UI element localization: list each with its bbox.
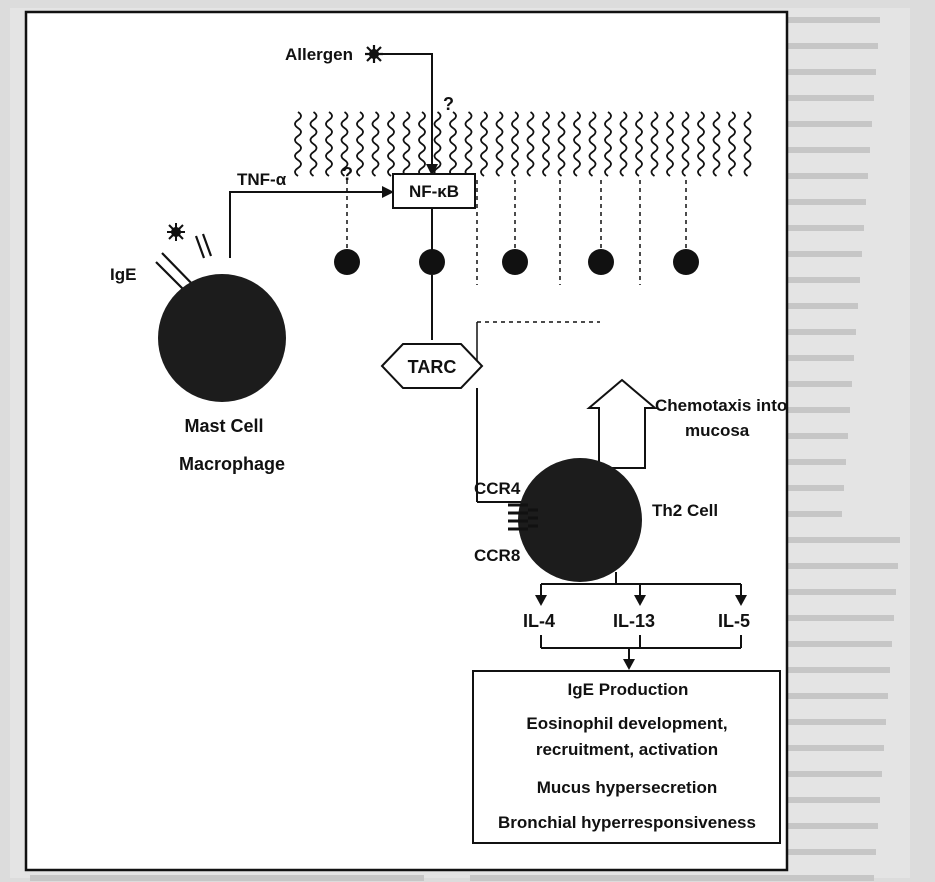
tarc-label: TARC <box>408 357 457 377</box>
nfkb-box <box>392 173 476 209</box>
receptor-wave <box>681 111 690 177</box>
il4-arrowhead <box>535 595 547 606</box>
il13-label: IL-13 <box>613 611 655 631</box>
chemotaxis-up-arrow <box>586 378 658 469</box>
receptor-wave <box>449 111 457 177</box>
receptor-wave <box>650 111 659 177</box>
mast-cell <box>158 274 286 402</box>
tnf-alpha-label: TNF-α <box>237 170 287 189</box>
il13-arrowhead <box>634 595 646 606</box>
outcomes-box <box>472 670 781 844</box>
nucleus-dot-4 <box>588 249 614 275</box>
th2-cell-label: Th2 Cell <box>652 501 718 520</box>
membrane-receptors <box>294 111 752 177</box>
receptor-wave <box>495 111 504 177</box>
receptor-wave <box>294 111 302 177</box>
signal-dashed-lines <box>346 180 687 285</box>
receptor-wave <box>604 111 612 177</box>
receptor-wave <box>728 111 736 177</box>
outcome-ige-production: IgE Production <box>568 680 689 699</box>
receptor-wave <box>557 111 566 177</box>
outcome-eosinophil-line1: Eosinophil development, <box>526 714 727 733</box>
ccr-receptor-prongs <box>508 503 538 531</box>
question-mark-tnf: ? <box>342 164 353 184</box>
receptor-wave <box>619 111 628 177</box>
mast-cell-label: Mast Cell <box>184 416 263 436</box>
nucleus-dot-3 <box>502 249 528 275</box>
il4-label: IL-4 <box>523 611 555 631</box>
receptor-wave <box>325 111 333 177</box>
macrophage-label: Macrophage <box>179 454 285 474</box>
ige-label: IgE <box>110 265 136 284</box>
receptor-wave <box>712 111 721 177</box>
receptor-wave <box>743 111 752 177</box>
il5-label: IL-5 <box>718 611 750 631</box>
nfkb-label: NF-κB <box>409 182 459 201</box>
allergen-icon <box>365 45 383 63</box>
th2-cell <box>518 458 642 582</box>
allergen-on-ige-icon <box>167 223 185 241</box>
chemotaxis-label-line2: mucosa <box>685 421 750 440</box>
chemotaxis-label-line1: Chemotaxis into <box>655 396 787 415</box>
receptor-wave <box>418 111 426 177</box>
receptor-wave <box>309 111 318 177</box>
il5-arrowhead <box>735 595 747 606</box>
question-mark-allergen: ? <box>443 94 454 114</box>
receptor-wave <box>511 111 519 177</box>
outcome-mucus-hypersecretion: Mucus hypersecretion <box>537 778 717 797</box>
receptor-wave <box>433 111 442 177</box>
receptor-wave <box>697 111 705 177</box>
receptor-wave <box>371 111 380 177</box>
outcome-eosinophil-line2: recruitment, activation <box>536 740 718 759</box>
receptor-wave <box>666 111 674 177</box>
nucleus-dot-2 <box>419 249 445 275</box>
receptor-wave <box>387 111 395 177</box>
outcome-bronchial-hyperresponsiveness: Bronchial hyperresponsiveness <box>498 813 756 832</box>
receptor-wave <box>635 111 643 177</box>
allergen-label: Allergen <box>285 45 353 64</box>
outcome-arrowhead <box>623 659 635 670</box>
ccr8-label: CCR8 <box>474 546 520 565</box>
tnf-alpha-arrowhead <box>382 186 394 198</box>
ccr4-label: CCR4 <box>474 479 521 498</box>
tnf-alpha-arrow <box>229 191 386 258</box>
receptor-wave <box>526 111 535 177</box>
tarc-hexagon <box>380 343 484 389</box>
receptor-wave <box>402 111 411 177</box>
allergen-arrowhead <box>426 164 438 176</box>
receptor-wave <box>356 111 364 177</box>
receptor-wave <box>464 111 473 177</box>
receptor-wave <box>340 111 349 177</box>
nucleus-dot-5 <box>673 249 699 275</box>
allergen-to-nfkb-arrow <box>382 53 433 168</box>
receptor-wave <box>542 111 550 177</box>
receptor-wave <box>588 111 597 177</box>
receptor-wave <box>573 111 581 177</box>
receptor-wave <box>480 111 488 177</box>
nucleus-dot-1 <box>334 249 360 275</box>
